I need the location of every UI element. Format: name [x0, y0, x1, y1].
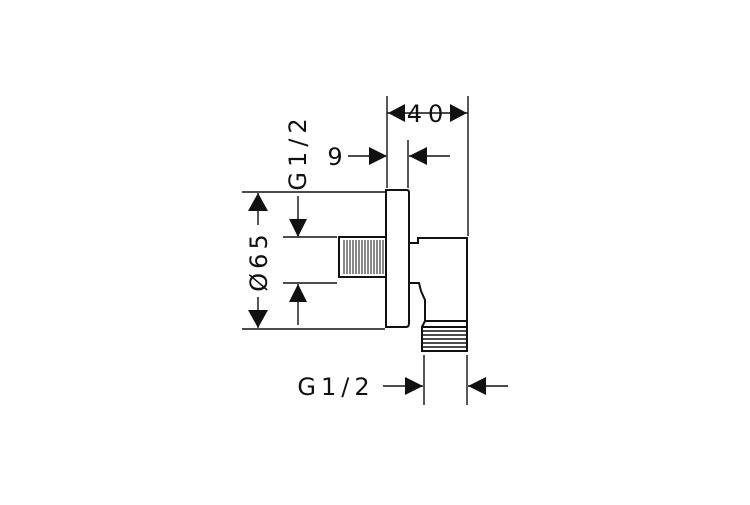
outlet-connector [421, 326, 468, 352]
elbow-body [409, 237, 468, 322]
outlet-thread-label: G1/2 [297, 373, 374, 401]
outlet-connector-rings [423, 330, 466, 348]
dimension-9: 9 [327, 140, 450, 188]
wall-flange [385, 189, 410, 328]
dimension-40-label: 40 [407, 100, 450, 128]
dimension-40: 40 [386, 96, 469, 236]
dimension-9-label: 9 [327, 143, 342, 171]
inlet-thread-label: G1/2 [284, 113, 312, 190]
part-outline [338, 189, 468, 352]
dimension-outlet-thread: G1/2 [297, 355, 508, 405]
inlet-nipple [338, 236, 387, 278]
dimension-diameter-65: Ø65 [242, 191, 385, 330]
diameter-65-label: Ø65 [245, 230, 273, 291]
inlet-thread-hatch [343, 240, 384, 274]
dimension-inlet-thread: G1/2 [283, 113, 337, 325]
